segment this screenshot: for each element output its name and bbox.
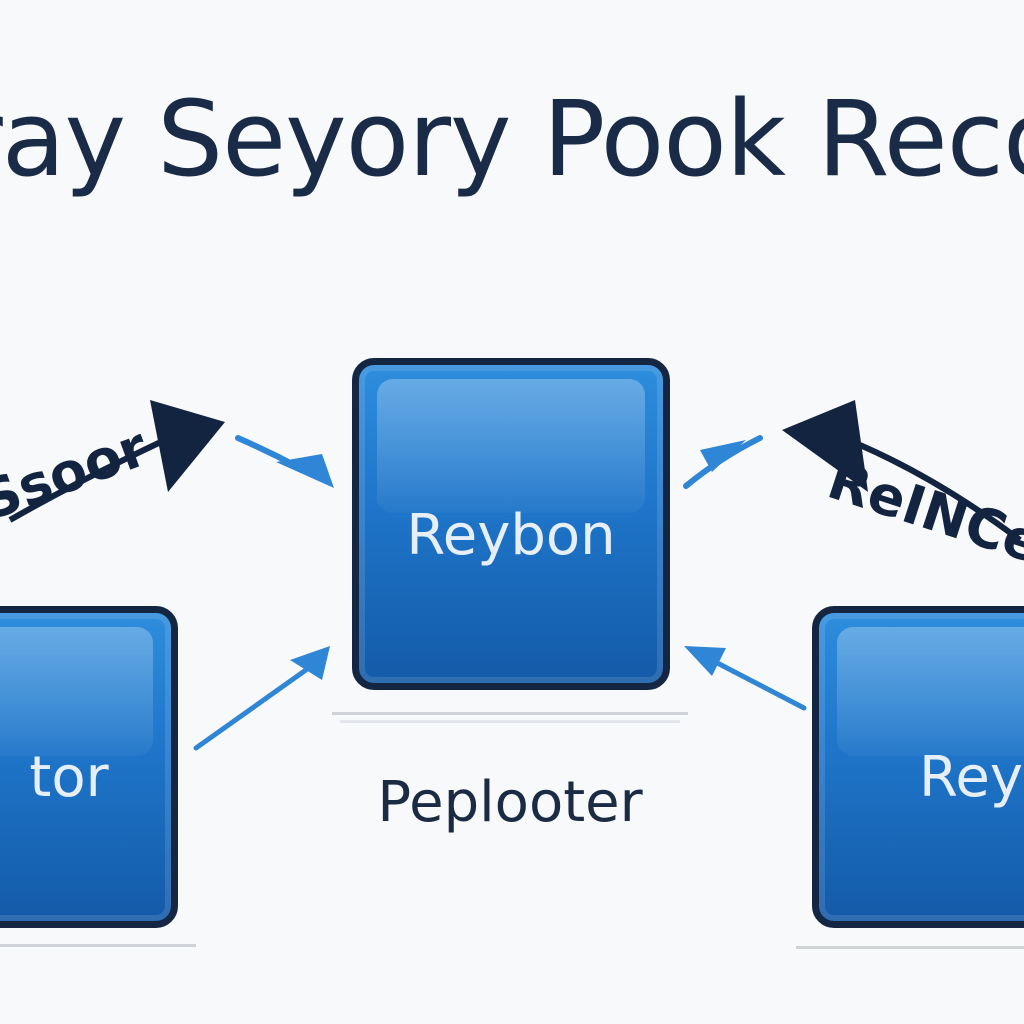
arrow-lower-right-icon: [684, 646, 807, 711]
arrow-to-center-right-icon: [683, 435, 763, 489]
node-right-label: Reyb: [919, 745, 1024, 810]
node-left-label: tor: [29, 745, 109, 810]
node-gloss: [377, 379, 645, 513]
arrow-left-up-icon: [8, 400, 225, 523]
arrow-right-up-icon: [782, 400, 1022, 543]
node-right[interactable]: Reyb: [812, 606, 1024, 928]
node-left[interactable]: tor: [0, 606, 178, 928]
node-center-label: Reybon: [406, 503, 616, 568]
title-text: Seyory Pook Reconter: [157, 78, 1024, 200]
node-gloss: [837, 627, 1024, 757]
diagram-title: ray Seyory Pook Reconter: [0, 78, 1024, 200]
node-gloss: [0, 627, 153, 757]
center-shadow-line: [332, 712, 688, 715]
left-shadow-line: [0, 944, 196, 947]
right-shadow-line: [796, 946, 1024, 949]
arrow-lower-left-icon: [193, 646, 330, 751]
center-shadow-line-2: [340, 720, 680, 723]
center-caption: Peplooter: [377, 770, 643, 835]
title-prefix: ray: [0, 78, 126, 200]
arrow-to-center-left-icon: [235, 435, 334, 488]
node-center[interactable]: Reybon: [352, 358, 670, 690]
